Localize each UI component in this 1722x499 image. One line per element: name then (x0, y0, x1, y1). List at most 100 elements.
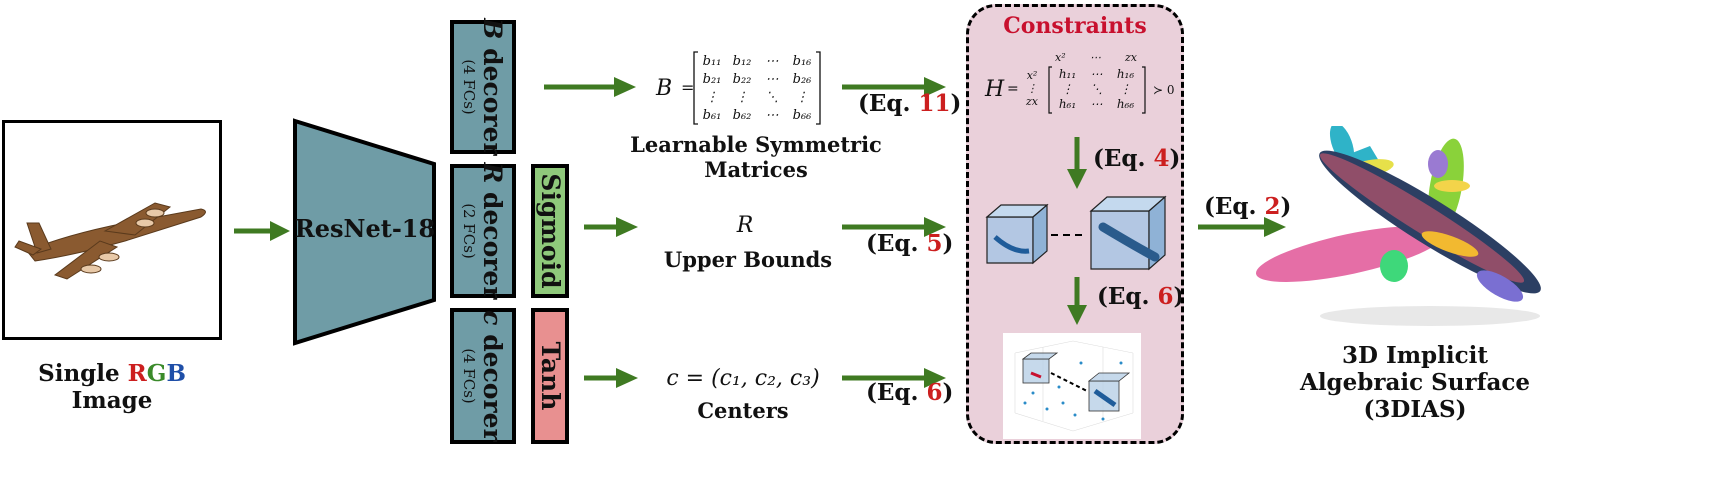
h-matrix-cell: h₆₁ (1058, 96, 1077, 111)
arrow-b-decoder-out (544, 77, 636, 97)
small-bounding-box (985, 203, 1049, 265)
b-matrix-cell: ⋮ (795, 89, 809, 105)
eq4-suffix: ) (1169, 145, 1181, 172)
constraints-panel: Constraints H = x²⋮zx x²⋯zx h₁₁⋯h₁₆⋮⋱⋮h₆… (966, 4, 1184, 444)
sigmoid-box: Sigmoid (531, 164, 569, 298)
arrow-input-to-backbone (234, 221, 290, 241)
h-matrix-cell: h₁₁ (1058, 66, 1077, 81)
arrow-h-to-boxes (1067, 137, 1087, 189)
b-matrix-cell: ⋯ (765, 53, 779, 69)
rgb-b: B (166, 360, 186, 387)
b-matrix-cell: ⋯ (765, 71, 779, 87)
b-matrix-cell: ⋮ (735, 89, 749, 105)
constraints-title: Constraints (1003, 13, 1147, 39)
h-relation: ≻ 0 (1153, 83, 1175, 97)
r-output-symbol: R (736, 213, 754, 238)
arrow-boxes-to-plot (1067, 277, 1087, 325)
b-caption-line1: Learnable Symmetric (630, 132, 882, 157)
arrow-constraints-to-result (1198, 217, 1286, 237)
h-matrix-grid: h₁₁ ⋯ h₁₆⋮⋱⋮h₆₁ ⋯ h₆₆ (1053, 66, 1140, 111)
implicit-surface-airplane (1256, 126, 1541, 326)
input-label: Single RGB Image (2, 360, 222, 414)
eq4-num: 4 (1153, 145, 1170, 172)
arrow-c-decoder-out (584, 368, 638, 388)
eq2-num: 2 (1264, 193, 1281, 220)
resnet-label: ResNet-18 (294, 214, 436, 243)
tanh-box: Tanh (531, 308, 569, 444)
result-line3: (3DIAS) (1363, 396, 1467, 423)
h-symbol: H (985, 77, 1005, 102)
airplane-photo (14, 202, 206, 280)
b-decoder-symbol: B (478, 18, 507, 40)
eq11-prefix: (Eq. (858, 90, 919, 117)
h-row-labels: x²⋮zx (1021, 69, 1043, 108)
b-matrix-cell: ⋮ (705, 89, 719, 105)
b-decoder-box: B decorer (4 FCs) (450, 18, 516, 156)
bounding-boxes-illustration (985, 195, 1167, 271)
h-matrix-cell: h₆₆ (1116, 96, 1135, 111)
h-matrix-cell: ⋱ (1090, 81, 1103, 96)
eq6b-label: (Eq. 6) (1097, 283, 1184, 310)
h-matrix-cell: ⋯ (1090, 96, 1103, 111)
h-matrix-row: ⋮⋱⋮ (1053, 81, 1140, 96)
r-decoder-word: decorer (478, 191, 507, 300)
b-matrix-cell: b₆₁ (702, 107, 722, 123)
eq5-label: (Eq. 5) (866, 230, 953, 257)
b-symbol: B (656, 76, 673, 101)
arrow-b-to-constraints (842, 77, 946, 97)
rgb-r: R (127, 360, 147, 387)
h-matrix-brackets (1048, 66, 1146, 114)
eq2-label: (Eq. 2) (1204, 193, 1291, 220)
h-matrix-cell: h₁₆ (1116, 66, 1135, 81)
c-caption: Centers (697, 398, 789, 423)
h-row-label: x² (1026, 69, 1038, 82)
result-label: 3D Implicit Algebraic Surface (3DIAS) (1290, 342, 1540, 423)
result-line2: Algebraic Surface (1299, 369, 1531, 396)
r-decoder-sub: (2 FCs) (460, 203, 478, 259)
eq11-num: 11 (918, 90, 951, 117)
b-output-symbol: B (656, 76, 672, 101)
h-matrix-row: h₆₁ ⋯ h₆₆ (1053, 96, 1140, 111)
r-decoder-symbol: R (478, 162, 507, 184)
eq6a-num: 6 (926, 379, 943, 406)
rgb-g: G (146, 360, 167, 387)
arrow-r-to-constraints (842, 217, 946, 237)
c-decoder-word: decorer (478, 334, 507, 442)
b-decoder-sub: (4 FCs) (460, 59, 478, 115)
b-caption-line2: Matrices (704, 157, 808, 182)
b-matrix-cell: ⋯ (765, 107, 779, 123)
eq6a-suffix: ) (942, 379, 954, 406)
b-matrix-cell: b₂₆ (792, 71, 812, 87)
b-matrix-cell: b₂₁ (702, 71, 722, 87)
r-caption: Upper Bounds (663, 247, 833, 272)
input-label-line2: Image (71, 387, 153, 414)
arrow-r-decoder-out (584, 217, 638, 237)
eq6b-suffix: ) (1173, 283, 1184, 310)
eq5-suffix: ) (942, 230, 954, 257)
h-matrix-cell: ⋯ (1090, 66, 1103, 81)
scatter-thumbnail (1003, 333, 1141, 439)
eq6b-num: 6 (1157, 283, 1174, 310)
eq6a-label: (Eq. 6) (866, 379, 953, 406)
input-image-frame (2, 120, 222, 340)
eq11-suffix: ) (950, 90, 962, 117)
arrow-c-to-constraints (842, 368, 946, 388)
b-matrix-cell: b₁₂ (732, 53, 752, 69)
eq11-label: (Eq. 11) (858, 90, 961, 117)
h-row-label: ⋮ (1026, 82, 1038, 95)
h-col-label: x² (1055, 51, 1066, 64)
eq2-suffix: ) (1280, 193, 1292, 220)
h-col-labels: x²⋯zx (1051, 51, 1141, 64)
large-bounding-box (1089, 195, 1167, 271)
b-matrix-row: ⋮ ⋮ ⋱ ⋮ (697, 88, 817, 106)
b-matrix-cell: ⋱ (765, 89, 779, 105)
input-label-word: Single (38, 360, 120, 387)
b-equals: = (681, 78, 695, 97)
b-caption: Learnable Symmetric Matrices (630, 132, 882, 182)
sigmoid-label: Sigmoid (536, 173, 565, 289)
eq2-prefix: (Eq. (1204, 193, 1265, 220)
eq4-prefix: (Eq. (1093, 145, 1154, 172)
b-matrix-cell: b₆₂ (732, 107, 752, 123)
